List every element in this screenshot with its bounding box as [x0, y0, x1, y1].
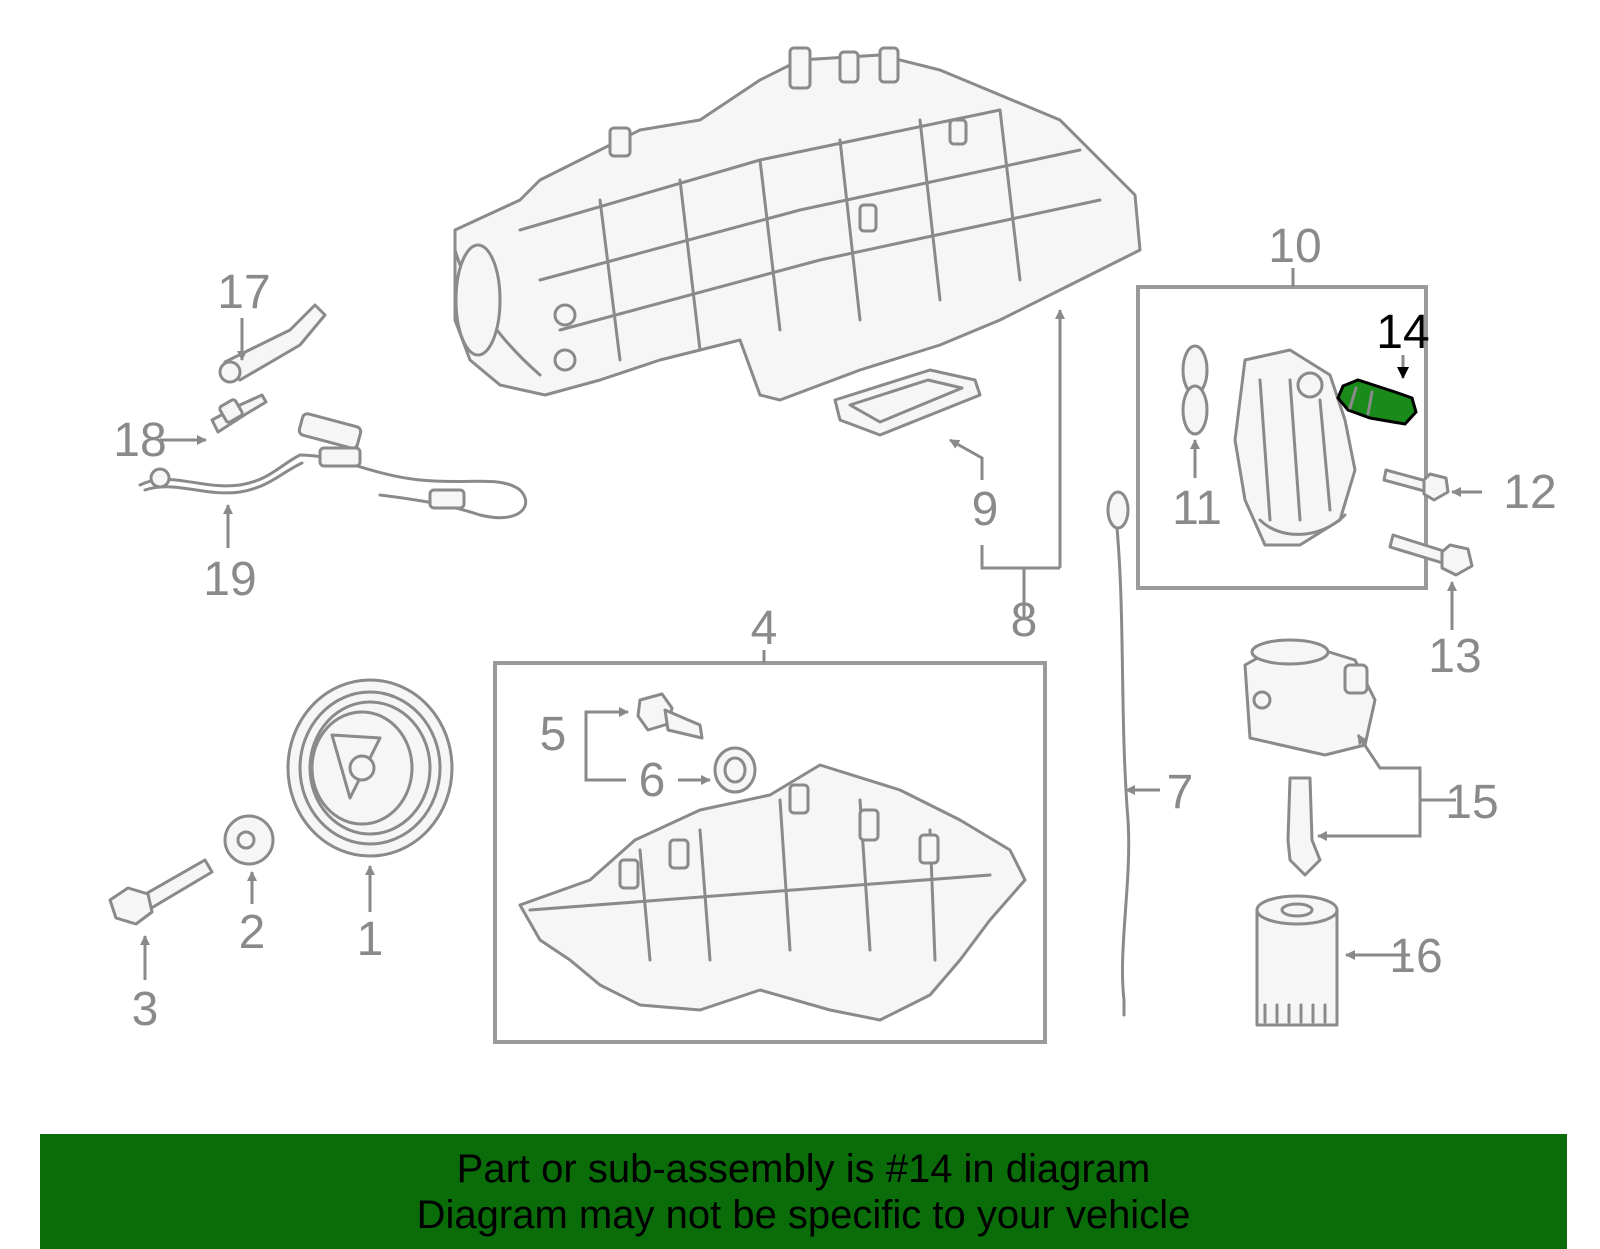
oil-filter — [1255, 894, 1339, 1027]
assembly-box-4 — [493, 661, 1047, 1044]
part-14-body — [1336, 378, 1418, 426]
callout-1: 1 — [357, 913, 384, 966]
callout-13: 13 — [1428, 630, 1481, 683]
bolt-18 — [210, 393, 268, 434]
crankshaft-bolt — [108, 858, 214, 926]
callout-3: 3 — [132, 983, 159, 1036]
dipstick — [1106, 490, 1131, 1017]
callout-10: 10 — [1268, 220, 1321, 273]
wiring-harness — [138, 412, 528, 520]
bolt-13 — [1388, 533, 1474, 577]
oil-filter-housing — [1233, 348, 1357, 547]
callout-9: 9 — [972, 483, 999, 536]
callout-18: 18 — [113, 414, 166, 467]
banner-line-disclaimer: Diagram may not be specific to your vehi… — [416, 1193, 1191, 1237]
callout-4: 4 — [751, 602, 778, 655]
callout-12: 12 — [1503, 466, 1556, 519]
oil-cooler — [1243, 638, 1377, 757]
callout-5: 5 — [540, 708, 567, 761]
bolt-12 — [1382, 468, 1450, 502]
callout-labels: 1 2 3 4 5 6 7 8 9 10 11 12 13 14 15 16 1… — [113, 220, 1556, 1036]
washer — [223, 814, 275, 866]
crankshaft-pulley — [286, 678, 454, 858]
callout-19: 19 — [203, 553, 256, 606]
sensor-17 — [218, 303, 327, 384]
drain-plug-gasket-6 — [713, 746, 757, 794]
callout-17: 17 — [217, 266, 270, 319]
leader-lines — [140, 268, 1482, 980]
manifold-gasket — [833, 368, 982, 437]
callout-8: 8 — [1011, 594, 1038, 647]
o-ring-seals-11 — [1181, 344, 1209, 436]
oil-pan — [518, 763, 1027, 1022]
drain-plug-5 — [636, 692, 704, 740]
callout-15: 15 — [1445, 776, 1498, 829]
callout-11: 11 — [1172, 482, 1222, 535]
threaded-stud-15 — [1286, 776, 1322, 877]
callout-14: 14 — [1376, 306, 1429, 359]
part-info-banner: Part or sub-assembly is #14 in diagram D… — [40, 1134, 1567, 1249]
banner-line-part: Part or sub-assembly is #14 in diagram — [456, 1147, 1151, 1191]
callout-6: 6 — [639, 754, 666, 807]
callout-7: 7 — [1167, 766, 1194, 819]
callout-2: 2 — [239, 906, 266, 959]
intake-manifold — [453, 46, 1142, 402]
highlighted-part-14 — [1336, 378, 1418, 426]
callout-16: 16 — [1389, 930, 1442, 983]
assembly-box-10 — [1136, 285, 1428, 590]
